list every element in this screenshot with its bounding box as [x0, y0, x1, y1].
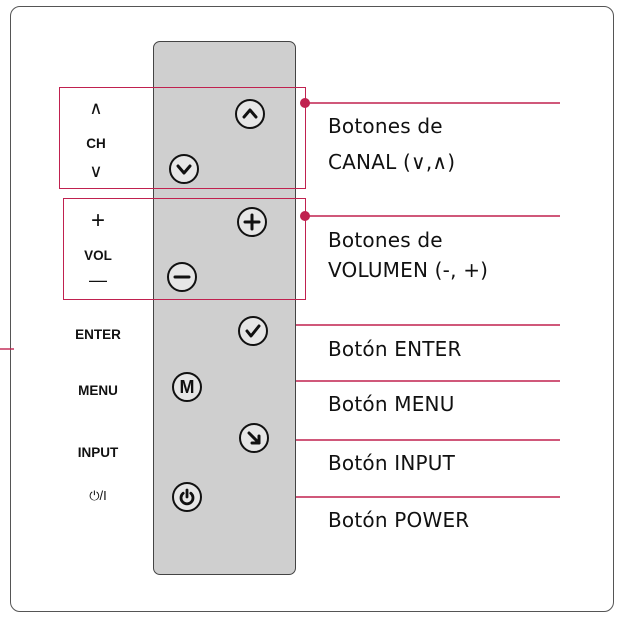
channel-callout-line2: CANAL (∨,∧) [328, 150, 456, 174]
volume-down-button[interactable] [167, 262, 197, 292]
enter-label: ENTER [75, 327, 121, 342]
checkmark-icon [245, 324, 261, 338]
ch-down-glyph: ∨ [89, 161, 103, 181]
volume-callout-line1: Botones de [328, 228, 443, 252]
chevron-up-icon [242, 108, 258, 119]
enter-button[interactable] [238, 316, 268, 346]
volume-up-button[interactable] [237, 207, 267, 237]
power-label: ⏻/I [89, 488, 107, 503]
plus-icon [243, 213, 261, 231]
menu-m-icon: M [179, 376, 195, 397]
vol-minus-glyph: — [89, 270, 107, 290]
channel-up-button[interactable] [235, 99, 265, 129]
volume-group-box [63, 198, 306, 300]
menu-label: MENU [78, 383, 118, 398]
menu-callout: Botón MENU [328, 392, 455, 416]
input-button[interactable] [239, 423, 269, 453]
input-label: INPUT [77, 445, 119, 460]
power-icon [179, 488, 195, 506]
volume-callout-line2: VOLUMEN (-, +) [328, 258, 489, 282]
vol-label: VOL [84, 248, 112, 263]
minus-icon [173, 275, 191, 279]
ch-label: CH [86, 136, 106, 151]
channel-down-button[interactable] [169, 154, 199, 184]
arrow-down-right-icon [247, 431, 261, 445]
input-callout: Botón INPUT [328, 451, 456, 475]
channel-callout-line1: Botones de [328, 114, 443, 138]
menu-button[interactable]: M [172, 372, 202, 402]
vol-plus-glyph: + [90, 207, 105, 234]
chevron-down-icon [176, 164, 192, 175]
power-callout: Botón POWER [328, 508, 470, 532]
channel-group-box [59, 87, 306, 189]
enter-callout: Botón ENTER [328, 337, 462, 361]
diagram-frame [10, 6, 614, 612]
power-button[interactable] [172, 482, 202, 512]
ch-up-glyph: ∧ [89, 98, 103, 118]
